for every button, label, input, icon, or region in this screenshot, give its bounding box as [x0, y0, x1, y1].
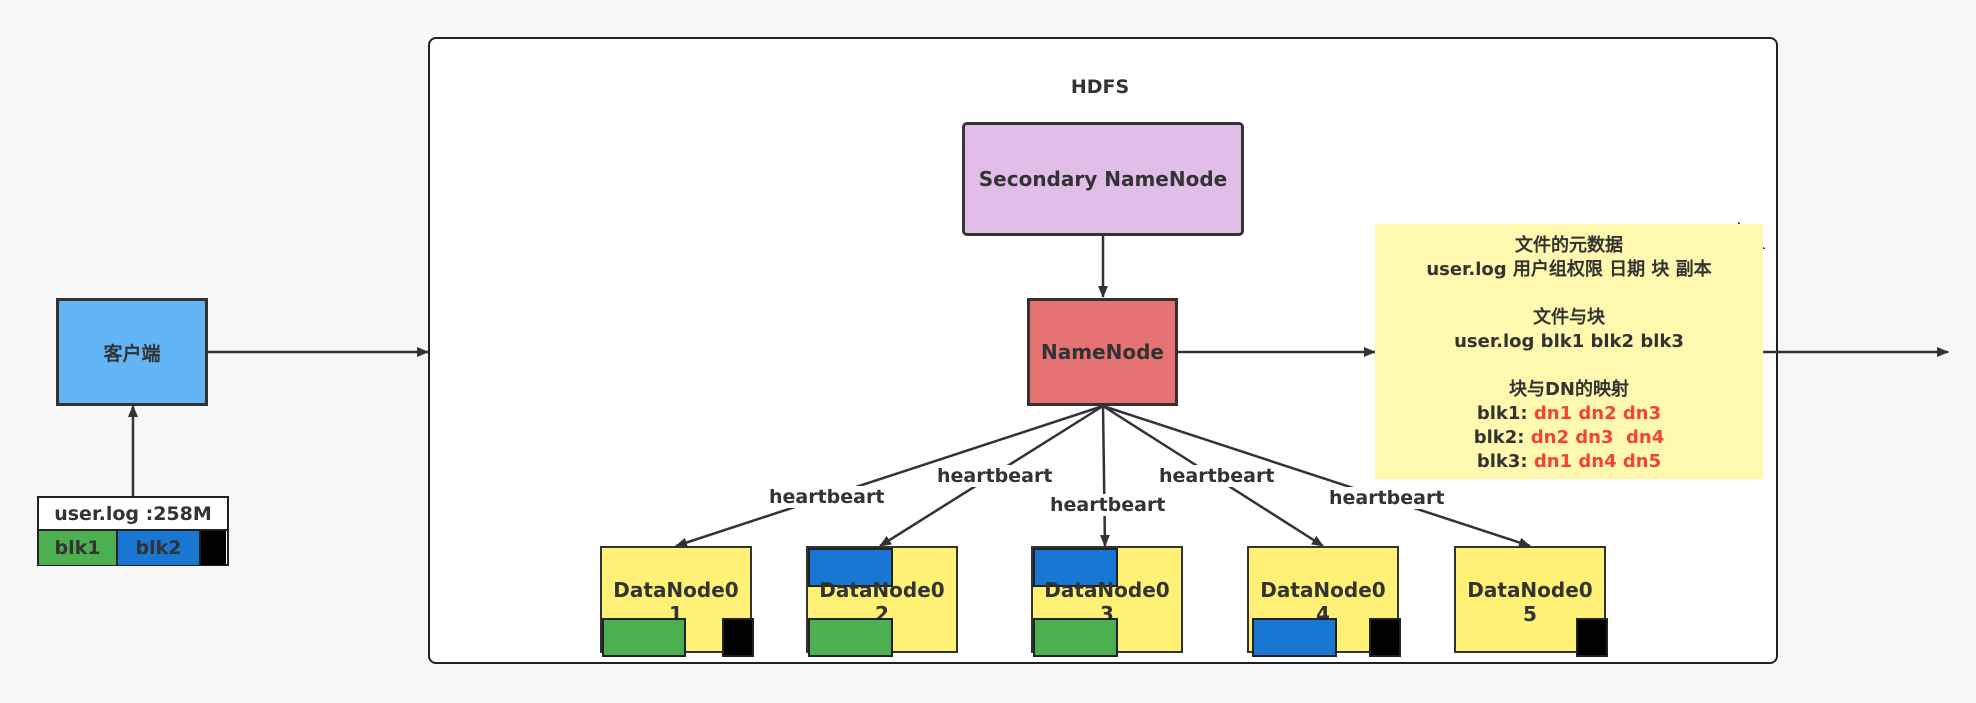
replica-blk3: [1369, 618, 1401, 657]
heartbeat-dn5-arrow: [1102, 404, 1531, 548]
heartbeat-label-dn1: heartbeart: [766, 486, 888, 508]
note-line-file-block-title: 文件与块: [1533, 307, 1605, 328]
note-line-mapping-title: 块与DN的映射: [1508, 379, 1629, 400]
mapping-block: blk3:: [1476, 451, 1534, 472]
replica-blk3: [722, 618, 754, 657]
note-line-metadata-detail: user.log 用户组权限 日期 块 副本: [1426, 259, 1712, 280]
namenode-box: NameNode: [1027, 298, 1178, 406]
heartbeat-dn3-arrow: [1099, 405, 1110, 547]
client-box: 客户端: [56, 298, 208, 406]
file-block-table: user.log :258M blk1 blk2: [37, 496, 229, 566]
replica-blk2: [808, 548, 893, 587]
replica-blk1: [808, 618, 893, 657]
file-label: user.log :258M: [39, 498, 227, 531]
replica-blk3: [1576, 618, 1608, 657]
note-spacer: [1375, 282, 1763, 306]
file-block-blk2: blk2: [118, 531, 201, 565]
note-line-metadata-title: 文件的元数据: [1515, 235, 1623, 256]
mapping-block: blk2:: [1473, 427, 1531, 448]
mapping-nodes: dn2 dn3 dn4: [1530, 427, 1665, 448]
note-mapping-blk3: blk3: dn1 dn4 dn5: [1375, 450, 1763, 474]
replica-blk1: [1033, 618, 1118, 657]
replica-blk2: [1252, 618, 1337, 657]
replica-blk1: [602, 618, 686, 657]
mapping-block: blk1:: [1476, 403, 1534, 424]
heartbeat-label-dn4: heartbeart: [1156, 465, 1278, 487]
note-spacer: [1375, 354, 1763, 378]
mapping-nodes: dn1 dn4 dn5: [1533, 451, 1662, 472]
heartbeat-dn1-arrow: [675, 404, 1104, 548]
note-line-file-block-detail: user.log blk1 blk2 blk3: [1454, 331, 1684, 352]
heartbeat-label-dn3: heartbeart: [1047, 494, 1169, 516]
note-mapping-blk2: blk2: dn2 dn3 dn4: [1375, 426, 1763, 450]
file-block-blk1: blk1: [39, 531, 118, 565]
replica-blk2: [1033, 548, 1118, 587]
note-mapping-blk1: blk1: dn1 dn2 dn3: [1375, 402, 1763, 426]
heartbeat-label-dn5: heartbeart: [1326, 487, 1448, 509]
metadata-note: 文件的元数据 user.log 用户组权限 日期 块 副本 文件与块 user.…: [1375, 224, 1763, 479]
secondary-namenode-box: Secondary NameNode: [962, 122, 1244, 236]
hdfs-title: HDFS: [1070, 76, 1130, 98]
heartbeat-label-dn2: heartbeart: [934, 465, 1056, 487]
file-block-blk3: [201, 531, 226, 565]
mapping-nodes: dn1 dn2 dn3: [1533, 403, 1662, 424]
